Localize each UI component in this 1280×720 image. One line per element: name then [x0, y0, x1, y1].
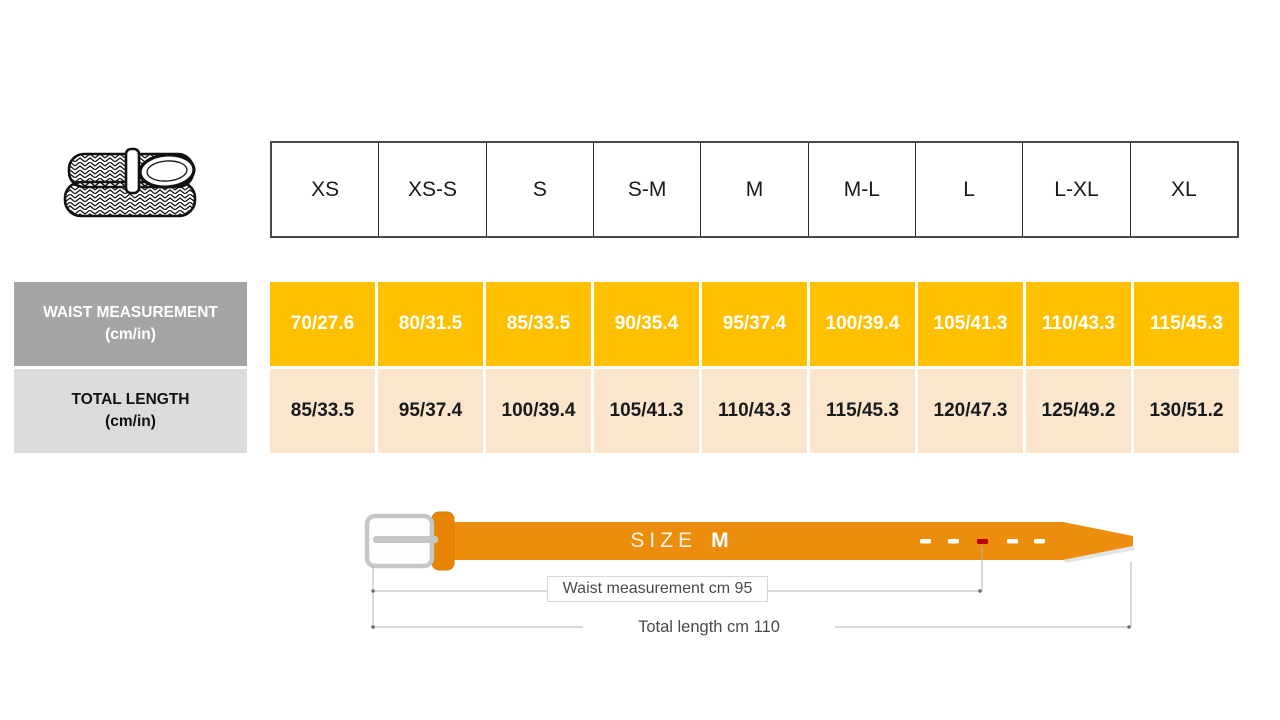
total-row-label-line2: (cm/in)	[105, 413, 156, 430]
size-header-cell: XL	[1129, 143, 1237, 236]
waist-row-label-line2: (cm/in)	[105, 326, 156, 343]
belt-hole-selected	[977, 539, 988, 544]
waist-value-cell: 80/31.5	[378, 282, 483, 366]
waist-row-label-line1: WAIST MEASUREMENT	[43, 303, 218, 321]
dimension-arrows	[371, 589, 1131, 629]
total-value-cell: 110/43.3	[702, 369, 807, 453]
belt-hole	[948, 539, 959, 544]
waist-value-cell: 105/41.3	[918, 282, 1023, 366]
belt-tip-shadow	[1063, 546, 1135, 563]
total-row-label: TOTAL LENGTH (cm/in)	[14, 369, 247, 453]
belt-diagram	[364, 511, 1135, 629]
size-header-cell: XS-S	[378, 143, 485, 236]
size-header-cell: M-L	[807, 143, 915, 236]
total-length-caption: Total length cm 110	[583, 614, 835, 640]
waist-value-cell: 70/27.6	[270, 282, 375, 366]
waist-value-cell: 100/39.4	[810, 282, 915, 366]
size-header-cell: XS	[311, 177, 340, 201]
waist-value-cell: 110/43.3	[1026, 282, 1131, 366]
size-header-cell: S	[485, 143, 593, 236]
waist-value-cell: 90/35.4	[594, 282, 699, 366]
total-value-cell: 85/33.5	[270, 369, 375, 453]
braided-belt-icon	[63, 147, 197, 218]
total-value-cell: 125/49.2	[1026, 369, 1131, 453]
belt-hole	[1007, 539, 1018, 544]
waist-value-cell: 85/33.5	[486, 282, 591, 366]
size-header-cell: L	[914, 143, 1022, 236]
size-header-row: XS XS-S S S-M M M-L L L-XL XL	[270, 141, 1239, 238]
size-header-cell: L-XL	[1022, 143, 1129, 236]
total-value-cell: 115/45.3	[810, 369, 915, 453]
total-length-row: 85/33.5 95/37.4 100/39.4 105/41.3 110/43…	[270, 369, 1239, 453]
belt-hole	[1034, 539, 1045, 544]
waist-row-label: WAIST MEASUREMENT (cm/in)	[14, 282, 247, 366]
total-value-cell: 130/51.2	[1134, 369, 1239, 453]
total-value-cell: 120/47.3	[918, 369, 1023, 453]
size-value: M	[711, 529, 730, 552]
size-word: SIZE	[630, 529, 698, 552]
waist-value-cell: 115/45.3	[1134, 282, 1239, 366]
belt-hole	[920, 539, 931, 544]
total-value-cell: 105/41.3	[594, 369, 699, 453]
waist-measurement-caption: Waist measurement cm 95	[547, 576, 768, 602]
waist-value-cell: 95/37.4	[702, 282, 807, 366]
size-header-cell: M	[700, 143, 807, 236]
total-value-cell: 95/37.4	[378, 369, 483, 453]
size-header-cell: S-M	[592, 143, 700, 236]
total-value-cell: 100/39.4	[486, 369, 591, 453]
belt-strap	[425, 522, 1133, 560]
belt-size-label: SIZE M	[560, 527, 800, 555]
total-row-label-line1: TOTAL LENGTH	[71, 390, 190, 408]
buckle-prong	[373, 536, 438, 543]
waist-measurement-row: 70/27.6 80/31.5 85/33.5 90/35.4 95/37.4 …	[270, 282, 1239, 366]
